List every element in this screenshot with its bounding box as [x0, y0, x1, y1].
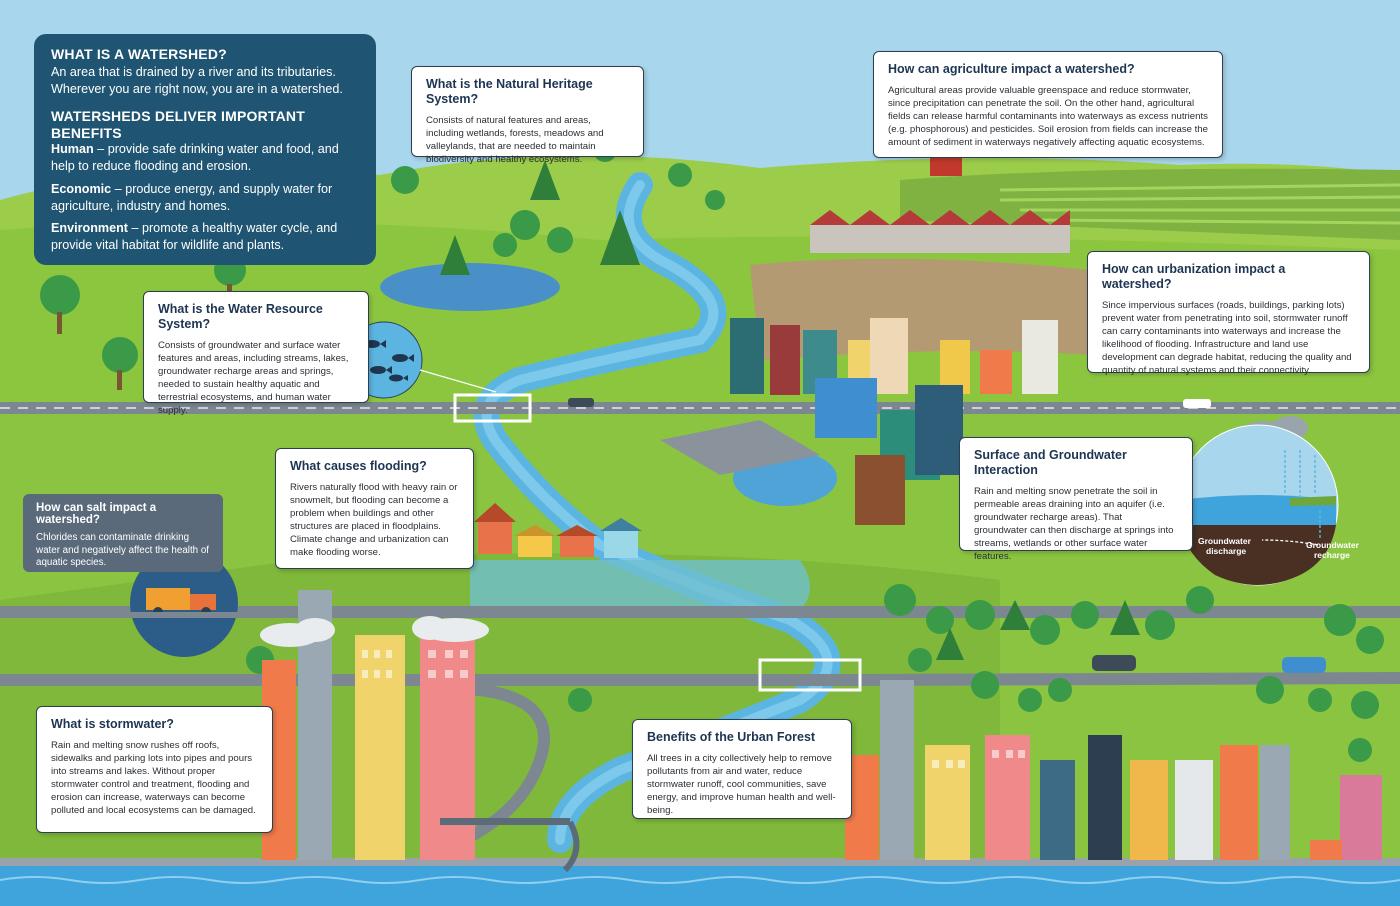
benefit-text: – promote a healthy water cycle, and pro…: [51, 221, 338, 253]
salt-truck-icon: [146, 588, 216, 617]
callout-body: Agricultural areas provide valuable gree…: [888, 85, 1208, 149]
flood-water: [470, 560, 810, 610]
shoreline: [0, 858, 1400, 866]
recharge-label-1: Groundwater: [1306, 540, 1360, 550]
agriculture-callout: How can agriculture impact a watershed? …: [873, 51, 1223, 158]
groundwater-grass: [1290, 496, 1336, 506]
benefit-human: Human – provide safe drinking water and …: [51, 141, 359, 174]
urbanization-callout: How can urbanization impact a watershed?…: [1087, 251, 1370, 376]
benefit-term: Human: [51, 142, 94, 157]
intro-panel: WHAT IS A WATERSHED? An area that is dra…: [34, 34, 376, 265]
benefit-text: – provide safe drinking water and food, …: [51, 142, 339, 174]
storm-pipe: [440, 818, 570, 825]
discharge-label-1: Groundwater: [1198, 536, 1252, 546]
pointer-line: [419, 369, 497, 393]
benefit-term: Economic: [51, 181, 112, 196]
benefit-text: – produce energy, and supply water for a…: [51, 181, 333, 213]
rain-arrows: [1284, 450, 1321, 540]
storm-outflow: [562, 820, 580, 873]
stormwater-callout: What is stormwater? Rain and melting sno…: [36, 706, 273, 833]
suburban-houses: [810, 138, 1070, 253]
salt-callout: How can salt impact a watershed? Chlorid…: [23, 494, 223, 572]
callout-title: What is stormwater?: [51, 717, 174, 731]
parking-lot: [660, 420, 820, 475]
callout-body: Rain and melting snow rushes off roofs, …: [51, 740, 256, 817]
watershed-title: WHAT IS A WATERSHED?: [51, 46, 227, 62]
groundwater-soil: [1180, 520, 1336, 585]
benefits-title: WATERSHEDS DELIVER IMPORTANT BENEFITS: [51, 107, 305, 141]
callout-title: Benefits of the Urban Forest: [647, 730, 816, 744]
watershed-definition: An area that is drained by a river and i…: [51, 64, 343, 96]
discharge-label-2: discharge: [1206, 546, 1246, 556]
recharge-label-2: recharge: [1314, 550, 1350, 560]
benefit-term: Environment: [51, 221, 128, 236]
callout-body: Consists of natural features and areas, …: [426, 115, 604, 166]
salt-road: [130, 612, 238, 618]
benefit-economic: Economic – produce energy, and supply wa…: [51, 181, 359, 214]
callout-title: Surface and Groundwater Interaction: [974, 448, 1127, 477]
callout-body: Chlorides can contaminate drinking water…: [36, 532, 210, 569]
main-road: [0, 402, 1400, 414]
lake-waves: [0, 876, 1400, 884]
clouds: [260, 416, 1308, 647]
bridge-upper: [453, 393, 532, 423]
flooding-callout: What causes flooding? Rivers naturally f…: [275, 448, 474, 569]
lower-road: [0, 606, 1400, 618]
benefit-environment: Environment – promote a healthy water cy…: [51, 220, 359, 253]
groundwater-callout: Surface and Groundwater Interaction Rain…: [959, 437, 1193, 562]
wetland-pond: [380, 263, 560, 311]
callout-title: How can urbanization impact a watershed?: [1102, 262, 1286, 291]
farm-stripes: [999, 183, 1400, 225]
callout-body: Consists of groundwater and surface wate…: [158, 340, 349, 417]
callout-body: Since impervious surfaces (roads, buildi…: [1102, 300, 1352, 377]
callout-body: Rain and melting snow penetrate the soil…: [974, 486, 1174, 563]
callout-title: What causes flooding?: [290, 459, 427, 473]
callout-title: What is the Water Resource System?: [158, 302, 323, 331]
conifer-trees: [440, 160, 1140, 660]
callout-title: What is the Natural Heritage System?: [426, 77, 593, 106]
callout-title: How can salt impact a watershed?: [36, 502, 157, 526]
cars: [568, 398, 1326, 673]
callout-body: Rivers naturally flood with heavy rain o…: [290, 482, 458, 559]
callout-title: How can agriculture impact a watershed?: [888, 62, 1135, 76]
lake-water: [0, 866, 1400, 906]
flood-houses: [474, 503, 642, 558]
road-curve: [0, 672, 1400, 686]
fish-icons: [364, 340, 414, 382]
callout-body: All trees in a city collectively help to…: [647, 753, 836, 817]
natural-heritage-callout: What is the Natural Heritage System? Con…: [411, 66, 644, 165]
bridge-lower: [758, 658, 862, 692]
mid-city: [730, 318, 1058, 525]
urban-forest-callout: Benefits of the Urban Forest All trees i…: [632, 719, 852, 819]
city-windows: [362, 650, 1025, 768]
water-resource-callout: What is the Water Resource System? Consi…: [143, 291, 369, 416]
discharge-arrow: [1261, 539, 1319, 546]
